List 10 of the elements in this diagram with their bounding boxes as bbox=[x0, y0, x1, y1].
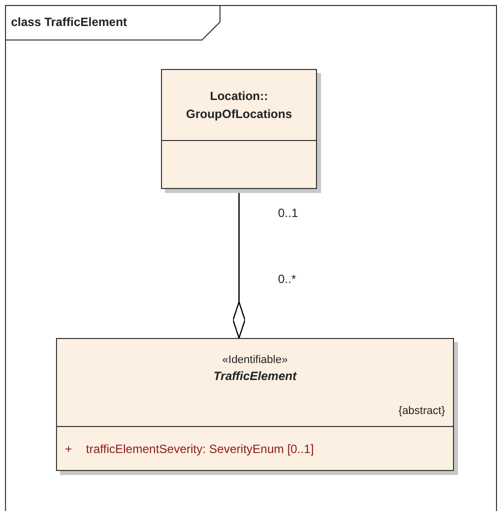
multiplicity: 0..1 bbox=[278, 206, 298, 220]
stereotype: «Identifiable» bbox=[222, 353, 288, 368]
class-name: TrafficElement bbox=[214, 368, 296, 385]
class-name: Location:: GroupOfLocations bbox=[185, 88, 293, 123]
attribute: trafficElementSeverity: SeverityEnum [0..1] bbox=[86, 442, 314, 456]
constraint: {abstract} bbox=[398, 405, 445, 417]
multiplicity: 0..* bbox=[278, 272, 296, 286]
diagram-frame bbox=[5, 5, 497, 511]
visibility-marker: + bbox=[65, 442, 72, 456]
frame-title: class TrafficElement bbox=[11, 15, 128, 29]
